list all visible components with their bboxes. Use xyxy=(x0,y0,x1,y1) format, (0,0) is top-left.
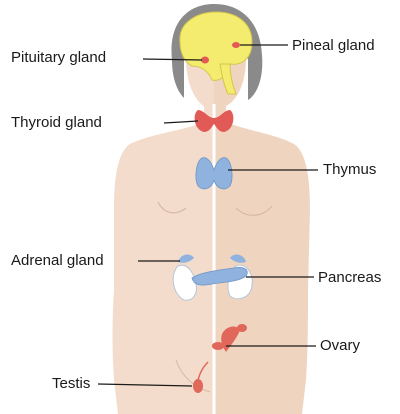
label-adrenal-gland: Adrenal gland xyxy=(11,252,104,270)
label-thymus: Thymus xyxy=(323,161,376,179)
label-thyroid-gland: Thyroid gland xyxy=(11,114,102,132)
label-pituitary-gland: Pituitary gland xyxy=(11,49,106,67)
testis-organ xyxy=(193,379,203,393)
label-ovary: Ovary xyxy=(320,337,360,355)
label-pancreas: Pancreas xyxy=(318,269,381,287)
ovary-organ-right xyxy=(237,324,247,332)
label-pineal-gland: Pineal gland xyxy=(292,37,375,55)
leader-thyroid xyxy=(164,121,198,123)
body-left-half xyxy=(113,20,215,414)
pituitary-gland xyxy=(201,57,209,64)
ovary-organ xyxy=(212,342,224,350)
pineal-gland xyxy=(232,42,240,48)
label-testis: Testis xyxy=(52,375,90,393)
